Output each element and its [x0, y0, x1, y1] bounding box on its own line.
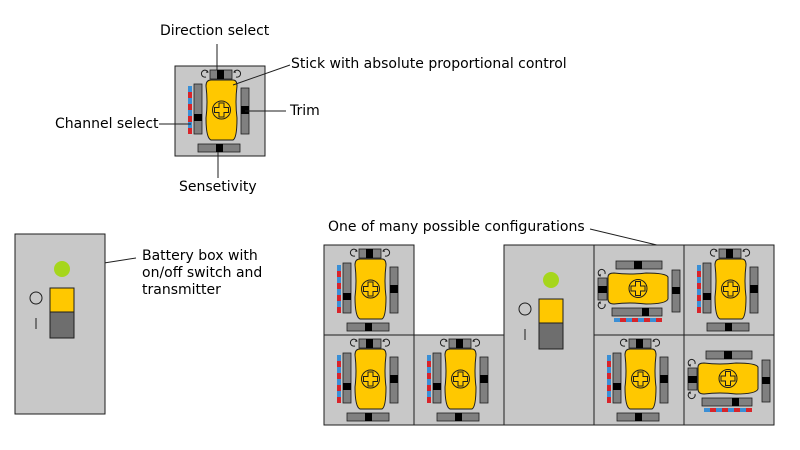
battery-box [14, 233, 106, 415]
label-sensetivity: Sensetivity [179, 179, 257, 195]
label-channel-select: Channel select [55, 116, 159, 132]
configuration-grid [323, 244, 775, 426]
label-battery-box: Battery box with on/off switch and trans… [142, 248, 263, 298]
callout-lines [103, 44, 662, 264]
label-stick: Stick with absolute proportional control [291, 56, 567, 72]
label-configurations: One of many possible configurations [328, 219, 585, 235]
label-direction-select: Direction select [160, 23, 270, 39]
label-trim: Trim [290, 103, 320, 119]
